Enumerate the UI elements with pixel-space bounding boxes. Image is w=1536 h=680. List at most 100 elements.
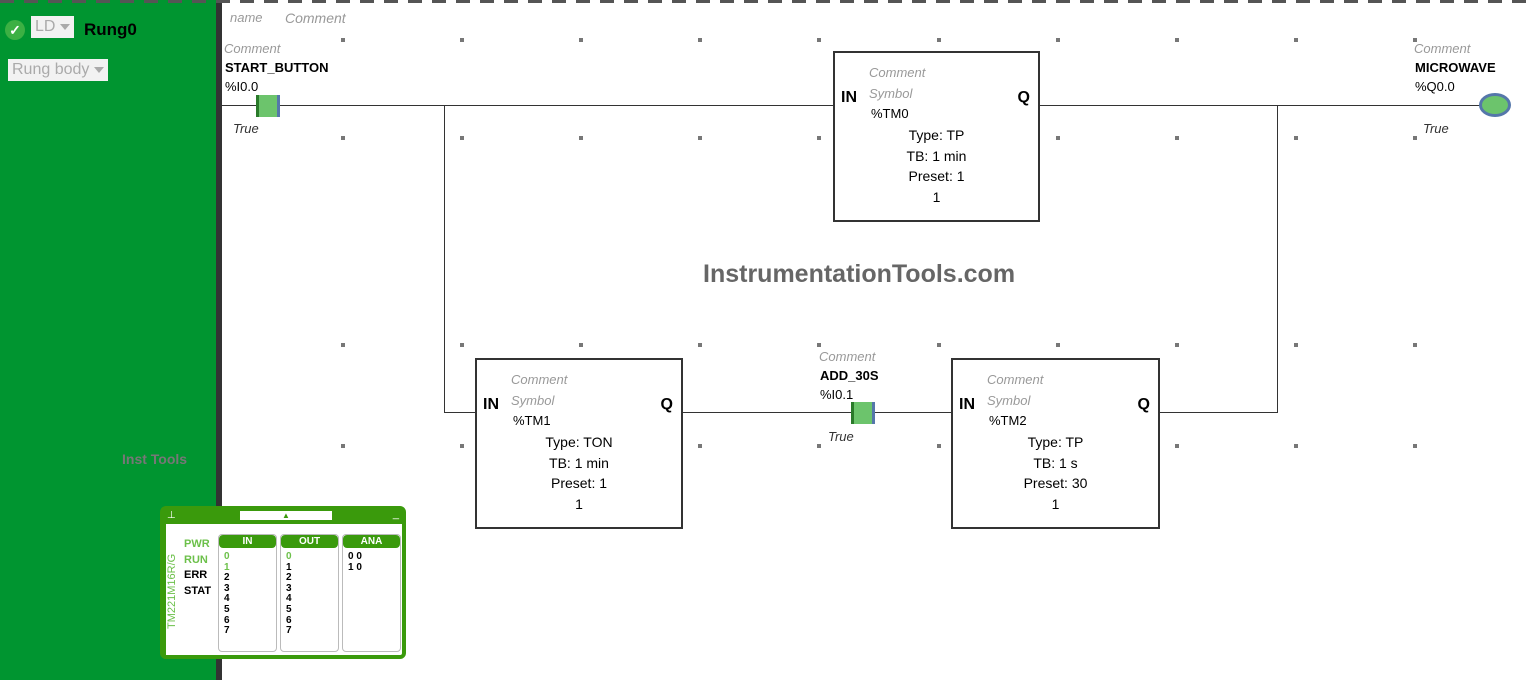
grid-dot [1175, 343, 1179, 347]
contact-comment[interactable]: Comment [224, 41, 281, 56]
block-value: 1 [1051, 495, 1060, 512]
wire [1159, 412, 1277, 413]
rung-body-dropdown[interactable]: Rung body [8, 59, 109, 81]
contact-label: START_BUTTON [225, 60, 329, 75]
plc-model: TM221M16R/G [164, 524, 178, 659]
coil-address: %Q0.0 [1415, 79, 1455, 94]
io-value: 7 [286, 625, 292, 637]
grid-dot [817, 343, 821, 347]
grid-dot [937, 343, 941, 347]
grid-dot [1413, 38, 1417, 42]
wire [444, 412, 475, 413]
wire [444, 105, 445, 412]
block-input-in: IN [959, 396, 975, 413]
minimize-button[interactable]: _ [392, 508, 399, 520]
grid-dot [1294, 444, 1298, 448]
block-symbol[interactable]: Symbol [987, 393, 1031, 408]
grid-dot [698, 343, 702, 347]
status-pwr: PWR [184, 538, 210, 550]
add-30s-contact[interactable] [851, 402, 875, 424]
grid-dot [1056, 136, 1060, 140]
block-comment[interactable]: Comment [987, 372, 1044, 387]
block-name: %TM0 [871, 106, 909, 121]
grid-dot [1056, 38, 1060, 42]
contact-state: True [828, 429, 854, 444]
wire [222, 105, 833, 106]
block-symbol[interactable]: Symbol [511, 393, 555, 408]
io-value: 1 [286, 561, 292, 573]
block-timebase: TB: 1 min [549, 454, 609, 471]
start-button-contact[interactable] [256, 95, 280, 117]
grid-dot [1294, 343, 1298, 347]
io-value: 4 [224, 593, 230, 605]
collapse-up-button[interactable]: ▲ [240, 511, 332, 520]
block-input-in: IN [841, 89, 857, 106]
contact-state: True [233, 121, 259, 136]
io-value: 0 [224, 551, 230, 562]
io-value: 1 0 [348, 561, 362, 573]
block-output-q: Q [1017, 89, 1030, 106]
outputs-header: OUT [281, 535, 338, 548]
wire [1039, 105, 1480, 106]
contact-comment[interactable]: Comment [819, 349, 876, 364]
grid-dot [937, 38, 941, 42]
block-value: 1 [575, 495, 583, 512]
block-symbol[interactable]: Symbol [869, 86, 913, 101]
grid-dot [341, 136, 345, 140]
contact-address: %I0.0 [225, 79, 259, 94]
block-type: Type: TP [1027, 434, 1084, 450]
microwave-coil[interactable] [1479, 93, 1511, 117]
status-run: RUN [184, 553, 208, 566]
wire [1277, 105, 1278, 413]
chevron-down-icon [94, 66, 105, 73]
grid-dot [817, 38, 821, 42]
rung-top-border [0, 0, 1536, 3]
block-comment[interactable]: Comment [511, 372, 568, 387]
grid-dot [817, 444, 821, 448]
grid-dot [698, 38, 702, 42]
io-value: 2 [286, 572, 292, 584]
io-value: 0 0 [348, 551, 362, 562]
coil-comment[interactable]: Comment [1414, 41, 1471, 56]
rung-name-field[interactable]: name [230, 10, 263, 25]
inputs-header: IN [219, 535, 276, 548]
block-timebase: TB: 1 s [1033, 454, 1078, 471]
block-type: Type: TP [908, 127, 965, 143]
contact-label: ADD_30S [820, 368, 879, 383]
check-icon: ✓ [5, 20, 25, 40]
language-dropdown[interactable]: LD [31, 16, 75, 38]
block-comment[interactable]: Comment [869, 65, 926, 80]
block-output-q: Q [660, 396, 673, 413]
grid-dot [460, 343, 464, 347]
grid-dot [579, 136, 583, 140]
grid-dot [1294, 136, 1298, 140]
block-type: Type: TON [545, 434, 613, 450]
grid-dot [460, 444, 464, 448]
coil-state: True [1423, 121, 1449, 136]
grid-dot [698, 444, 702, 448]
contact-address: %I0.1 [820, 387, 854, 402]
block-input-in: IN [483, 396, 499, 413]
grid-dot [1413, 444, 1417, 448]
timer-block-tm0[interactable]: IN Q Comment Symbol %TM0 Type: TP TB: 1 m… [833, 51, 1040, 222]
block-timebase: TB: 1 min [906, 147, 967, 164]
pin-icon[interactable]: ⊥ [167, 510, 176, 521]
grid-dot [817, 136, 821, 140]
grid-dot [937, 444, 941, 448]
language-value: LD [35, 18, 56, 35]
grid-dot [579, 38, 583, 42]
coil-label: MICROWAVE [1415, 60, 1496, 75]
grid-dot [1413, 343, 1417, 347]
io-value: 5 [224, 603, 230, 615]
io-value: 2 [224, 572, 230, 584]
grid-dot [1413, 136, 1417, 140]
rung-comment-field[interactable]: Comment [285, 10, 346, 26]
status-err: ERR [184, 569, 208, 581]
io-value: 6 [286, 614, 292, 626]
grid-dot [1175, 136, 1179, 140]
rung-name[interactable]: Rung0 [84, 20, 137, 39]
